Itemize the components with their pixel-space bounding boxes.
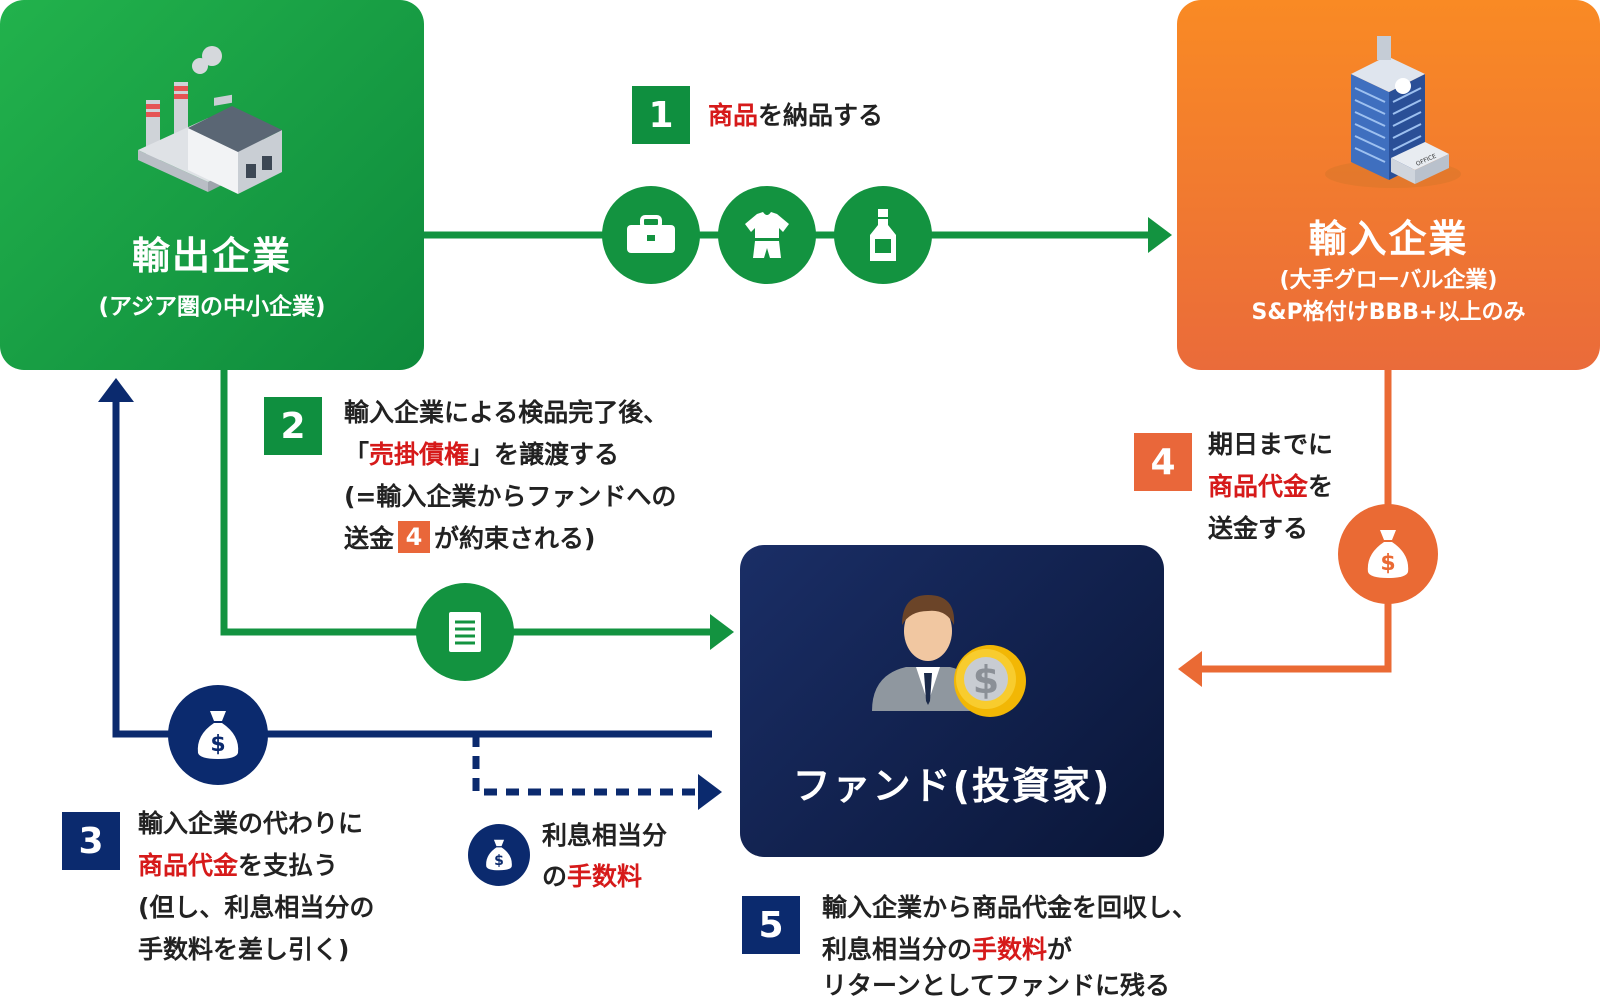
step-2-line-2-rest: 」を譲渡する	[469, 440, 620, 469]
step-5-text-red: 手数料	[972, 935, 1048, 964]
importer-subtitle-2: S&P格付けBBB+以上のみ	[1251, 300, 1526, 325]
arrow-payment-head	[1178, 651, 1202, 687]
arrow-receivable-head	[710, 614, 734, 650]
step-3-line-4: 手数料を差し引く)	[138, 935, 350, 964]
step-3-badge: 3	[62, 812, 120, 870]
step-2-line-4-pre: 送金	[344, 524, 395, 553]
importer-subtitle-1: (大手グローバル企業)	[1279, 268, 1498, 293]
arrow-fee-head	[698, 774, 722, 810]
investor-with-coin-icon: $	[872, 595, 1026, 717]
money-bag-icon: $	[1338, 504, 1438, 604]
step-5-line-2-post: が	[1047, 935, 1073, 964]
step-4-ref-badge: 4	[398, 521, 431, 553]
step-4-badge: 4	[1134, 433, 1192, 491]
coin-symbol: $	[973, 658, 999, 702]
importer-title: 輸入企業	[1308, 217, 1469, 261]
fund-title: ファンド(投資家)	[792, 764, 1112, 808]
step-2-text-red: 売掛債権	[369, 440, 470, 469]
exporter-box: 輸出企業 (アジア圏の中小企業)	[0, 0, 424, 370]
step-2-line-3: (=輸入企業からファンドへの	[344, 482, 677, 511]
office-building-icon: OFFICE	[1325, 36, 1461, 188]
fund-box: $ ファンド(投資家)	[740, 545, 1164, 857]
arrow-advance-head	[98, 378, 134, 402]
step-4-line-2-rest: を	[1308, 472, 1334, 501]
step-5-line-3: リターンとしてファンドに残る	[822, 971, 1171, 1000]
importer-box: OFFICE 輸入企業 (大手グローバル企業) S&P格付けBBB+以上のみ	[1177, 0, 1600, 370]
step-2-line-1: 輸入企業による検品完了後、	[344, 398, 669, 427]
fee-label-line-2: の手数料	[542, 856, 642, 898]
money-bag-icon: $	[468, 824, 530, 886]
step-5-line-1: 輸入企業から商品代金を回収し、	[822, 893, 1198, 922]
exporter-subtitle: (アジア圏の中小企業)	[98, 294, 326, 320]
step-1-text: 商品を納品する	[708, 95, 883, 137]
document-icon	[416, 583, 514, 681]
step-3-line-3: (但し、利息相当分の	[138, 893, 375, 922]
money-symbol: $	[494, 853, 504, 869]
step-3-line-2: 商品代金を支払う	[138, 845, 338, 887]
briefcase-icon	[602, 186, 700, 284]
factory-icon	[138, 46, 282, 194]
arrow-payment-line	[1200, 370, 1392, 673]
step-2-badge: 2	[264, 397, 322, 455]
arrow-fee-line	[472, 734, 700, 796]
step-2-line-4-post: が約束される)	[434, 524, 596, 553]
fee-label-line-1: 利息相当分	[542, 821, 668, 850]
step-4-line-1: 期日までに	[1208, 430, 1334, 459]
arrow-goods-head	[1148, 217, 1172, 253]
clothes-icon	[718, 186, 816, 284]
money-symbol: $	[1380, 551, 1395, 576]
exporter-title: 輸出企業	[131, 234, 292, 278]
step-1-badge: 1	[632, 86, 690, 144]
step-5-line-2: 利息相当分の手数料が	[822, 929, 1072, 971]
step-2-bracket-open: 「	[344, 440, 370, 469]
step-2-line-2: 「売掛債権」を譲渡する	[344, 434, 619, 476]
fee-label-pre: の	[542, 862, 568, 891]
money-bag-icon: $	[168, 685, 268, 785]
step-3-text-red: 商品代金	[138, 851, 239, 880]
step-4-text-red: 商品代金	[1208, 472, 1309, 501]
step-1-text-rest: を納品する	[758, 101, 884, 130]
fee-label-red: 手数料	[567, 862, 643, 891]
bottle-icon	[834, 186, 932, 284]
arrow-receivable-line	[220, 370, 712, 636]
step-5-badge: 5	[742, 896, 800, 954]
step-4-line-2: 商品代金を	[1208, 466, 1333, 508]
arrow-advance-line	[112, 400, 712, 738]
step-3-line-1: 輸入企業の代わりに	[138, 809, 364, 838]
step-4-line-3: 送金する	[1208, 514, 1309, 543]
step-5-line-2-pre: 利息相当分の	[822, 935, 973, 964]
money-symbol: $	[210, 732, 225, 757]
step-1-text-red: 商品	[708, 101, 759, 130]
step-3-line-2-rest: を支払う	[238, 851, 339, 880]
